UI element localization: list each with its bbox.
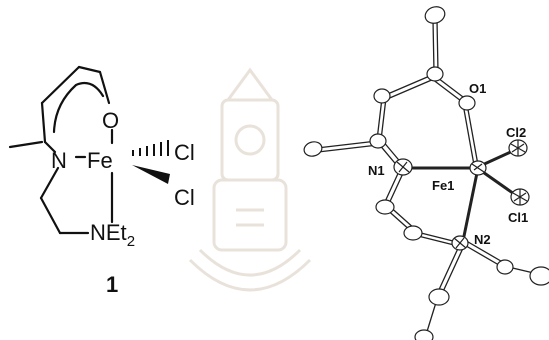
ortep-label-cl1: Cl1 bbox=[508, 210, 528, 225]
atom-label-chlorine-lower: Cl bbox=[174, 185, 195, 210]
ortep-shaded-atoms bbox=[396, 139, 530, 249]
ortep-fe-bonds bbox=[405, 148, 518, 242]
atom-label-nitrogen: N bbox=[51, 148, 67, 173]
skeletal-bonds bbox=[8, 65, 114, 235]
atom-label-oxygen: O bbox=[102, 108, 119, 133]
amine-main: NEt bbox=[90, 220, 127, 245]
ortep-structure: O1 Cl2 N1 Fe1 Cl1 N2 bbox=[303, 6, 549, 340]
ortep-label-cl2: Cl2 bbox=[506, 125, 526, 140]
ortep-label-n2: N2 bbox=[474, 232, 491, 247]
watermark-emblem bbox=[188, 67, 312, 292]
skeletal-structure: O N Fe Cl Cl NEt2 1 bbox=[8, 65, 195, 297]
ortep-label-fe1: Fe1 bbox=[432, 178, 454, 193]
atom-label-chlorine-upper: Cl bbox=[174, 140, 195, 165]
ortep-label-n1: N1 bbox=[368, 163, 385, 178]
compound-number: 1 bbox=[106, 272, 118, 297]
wedge-bond bbox=[132, 165, 170, 184]
atom-label-amine: NEt2 bbox=[90, 220, 135, 250]
amine-subscript: 2 bbox=[127, 233, 135, 250]
hashed-bond bbox=[132, 140, 169, 156]
ortep-atoms bbox=[303, 6, 549, 340]
ortep-bonds bbox=[316, 19, 539, 339]
ortep-label-o1: O1 bbox=[469, 81, 486, 96]
atom-label-iron: Fe bbox=[87, 148, 113, 173]
